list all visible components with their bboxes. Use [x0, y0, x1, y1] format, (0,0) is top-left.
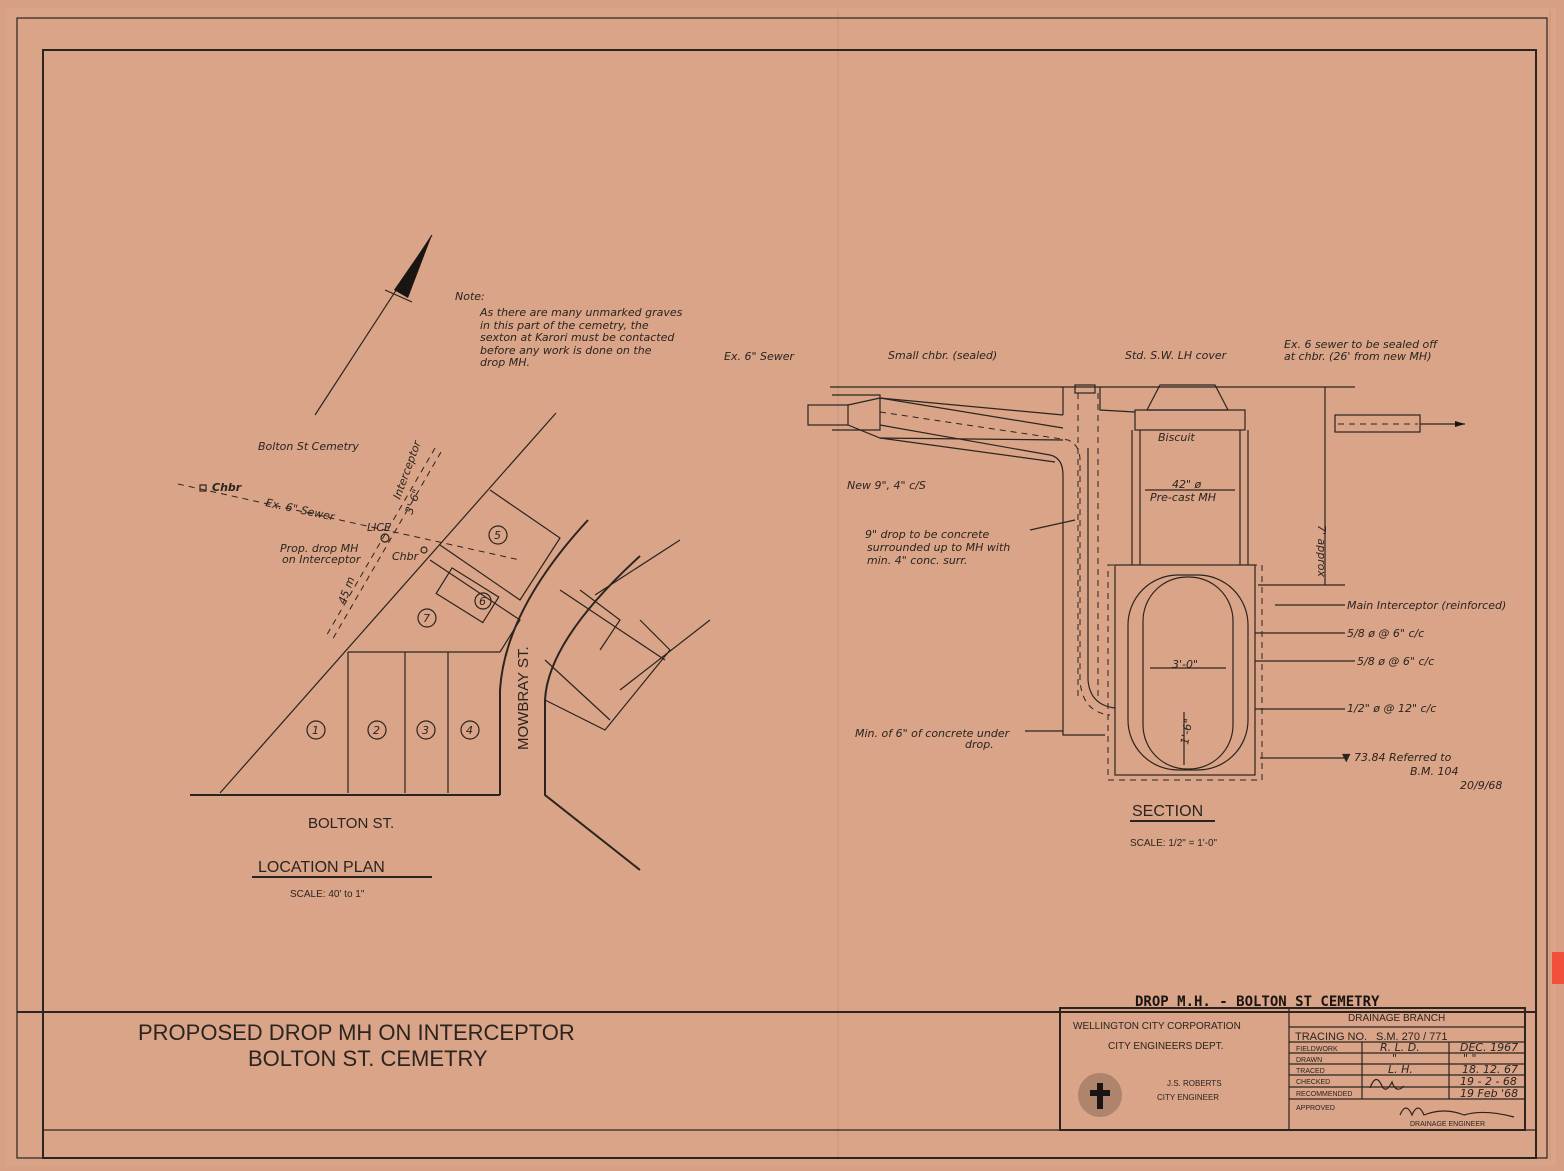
department-name: CITY ENGINEERS DEPT. [1108, 1041, 1223, 1052]
lice-label: LICE [367, 521, 391, 534]
label-bar-2: 5/8 ø @ 6" c/c [1357, 655, 1434, 668]
engineer-title: CITY ENGINEER [1157, 1093, 1219, 1102]
note-line: in this part of the cemetry, the [480, 319, 649, 332]
label-cover: Std. S.W. LH cover [1125, 349, 1228, 362]
prop-drop-label: Prop. drop MH [280, 542, 358, 555]
checked-signature [1369, 1078, 1405, 1090]
approver-signature [1399, 1107, 1515, 1118]
label-new-pipe: New 9", 4" c/S [847, 479, 926, 492]
row-by: R. L. D. [1380, 1041, 1420, 1054]
title-block: WELLINGTON CITY CORPORATION CITY ENGINEE… [1059, 1007, 1526, 1131]
label-bar-3: 1/2" ø @ 12" c/c [1347, 702, 1436, 715]
note-heading: Note: [455, 290, 485, 303]
label-biscuit: Biscuit [1158, 431, 1195, 444]
section-scale: SCALE: 1/2" = 1'-0" [1130, 838, 1218, 849]
label-ex-sewer: Ex. 6" Sewer [724, 350, 796, 363]
row-by: L. H. [1388, 1063, 1413, 1076]
row-date: 19 - 2 - 68 [1460, 1075, 1517, 1088]
city-crest-icon [1078, 1073, 1122, 1117]
label-bar-1: 5/8 ø @ 6" c/c [1347, 627, 1424, 640]
label-min-conc-2: drop. [965, 738, 994, 751]
marker-title: DROP M.H. - BOLTON ST CEMETRY [1135, 994, 1380, 1010]
chbr-label-2: Chbr [392, 550, 420, 563]
section-drawing: Ex. 6" Sewer Small chbr. (sealed) Std. S… [724, 338, 1506, 849]
label-bm: B.M. 104 [1410, 765, 1459, 778]
lot-numbers: 1 2 3 4 5 6 7 [306, 525, 508, 740]
label-drop-3: min. 4" conc. surr. [867, 554, 967, 567]
corporation-name: WELLINGTON CITY CORPORATION [1073, 1021, 1241, 1032]
street-bolton: BOLTON ST. [308, 815, 394, 832]
section-title: SECTION [1132, 803, 1203, 820]
tracing-no-label: TRACING NO. [1295, 1031, 1367, 1043]
street-mowbray: MOWBRAY ST. [515, 646, 532, 750]
row-label: RECOMMENDED [1296, 1091, 1352, 1098]
row-date: DEC. 1967 [1460, 1041, 1518, 1054]
label-mh-type: Pre-cast MH [1150, 491, 1216, 504]
approver-title: DRAINAGE ENGINEER [1410, 1121, 1485, 1128]
label-mh-diameter: 42" ø [1172, 478, 1202, 491]
label-bm-date: 20/9/68 [1460, 779, 1502, 792]
cemetery-label: Bolton St Cemetry [258, 440, 359, 453]
label-small-chbr: Small chbr. (sealed) [888, 349, 997, 362]
svg-text:7: 7 [423, 612, 430, 625]
engineer-name: J.S. ROBERTS [1167, 1079, 1222, 1088]
label-drop-2: surrounded up to MH with [867, 541, 1010, 554]
label-depth: 7' approx [1315, 525, 1328, 577]
main-title-line-2: BOLTON ST. CEMETRY [248, 1046, 488, 1071]
row-label: TRACED [1296, 1068, 1325, 1075]
main-title-line-1: PROPOSED DROP MH ON INTERCEPTOR [138, 1020, 575, 1045]
label-level: ▼ 73.84 Referred to [1342, 751, 1452, 764]
label-width: 3'-0" [1172, 658, 1198, 671]
chamber-node [420, 546, 428, 554]
svg-text:4: 4 [466, 724, 473, 737]
drawing-frame [16, 17, 1548, 1159]
note-line: before any work is done on the [480, 344, 652, 357]
note-line: drop MH. [480, 356, 530, 369]
label-sealed-1: Ex. 6 sewer to be sealed off [1284, 338, 1438, 351]
branch-name: DRAINAGE BRANCH [1348, 1013, 1445, 1024]
location-plan-title: LOCATION PLAN [258, 859, 385, 876]
label-min-conc-1: Min. of 6" of concrete under [855, 727, 1011, 740]
north-arrow-icon [314, 234, 433, 416]
tracing-no: S.M. 270 / 771 [1376, 1031, 1448, 1043]
approved-label: APPROVED [1296, 1105, 1335, 1112]
note-line: sexton at Karori must be contacted [480, 331, 675, 344]
label-sealed-2: at chbr. (26' from new MH) [1284, 350, 1432, 363]
row-label: FIELDWORK [1296, 1046, 1338, 1053]
paper-sheet [6, 8, 1556, 1166]
row-date: 19 Feb '68 [1460, 1087, 1518, 1100]
red-tab [1552, 952, 1564, 984]
chbr-label: Chbr [212, 481, 242, 494]
row-by: " [1392, 1052, 1397, 1065]
label-main-interceptor: Main Interceptor (reinforced) [1347, 599, 1506, 612]
svg-text:6: 6 [479, 595, 486, 608]
svg-text:3: 3 [422, 724, 429, 737]
prop-drop-label-2: on Interceptor [282, 553, 362, 566]
svg-text:1: 1 [312, 724, 319, 737]
proposed-drop-mh [380, 533, 390, 543]
note-line: As there are many unmarked graves [479, 306, 683, 319]
svg-text:2: 2 [373, 724, 380, 737]
row-label: DRAWN [1296, 1057, 1322, 1064]
label-drop-1: 9" drop to be concrete [865, 528, 989, 541]
svg-text:5: 5 [494, 529, 501, 542]
row-date: 18. 12. 67 [1462, 1063, 1518, 1076]
label-radius: 1'-6" [1178, 718, 1195, 746]
row-date: " " [1463, 1052, 1477, 1065]
location-plan-scale: SCALE: 40' to 1" [290, 889, 365, 900]
row-label: CHECKED [1296, 1079, 1330, 1086]
chamber-marker [199, 484, 207, 492]
